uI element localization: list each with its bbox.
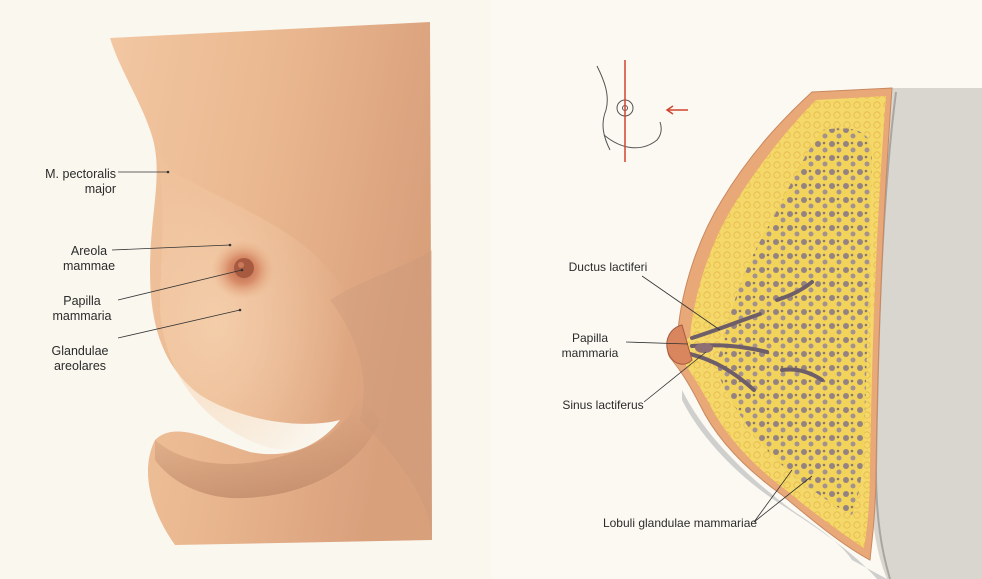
breast-surface-illustration — [0, 0, 490, 579]
surface-anatomy-panel: M. pectoralis major Areola mammae Papill… — [0, 0, 490, 579]
label-areola: Areola mammae — [54, 244, 124, 274]
nipple-shape — [234, 258, 254, 278]
breast-section-illustration — [492, 0, 982, 579]
label-lobuli-glandulae: Lobuli glandulae mammariae — [600, 516, 760, 531]
label-papilla: Papilla mammaria — [42, 294, 122, 324]
sinus-lactiferus-shape — [695, 343, 713, 353]
label-papilla-mammaria-right: Papilla mammaria — [554, 331, 626, 361]
label-sinus-lactiferus: Sinus lactiferus — [550, 398, 656, 413]
label-glandulae: Glandulae areolares — [40, 344, 120, 374]
label-pectoralis: M. pectoralis major — [22, 167, 116, 197]
sagittal-section-panel: Ductus lactiferi Papilla mammaria Sinus … — [492, 0, 982, 579]
orientation-inset — [597, 60, 688, 162]
label-ductus-lactiferi: Ductus lactiferi — [556, 260, 660, 275]
